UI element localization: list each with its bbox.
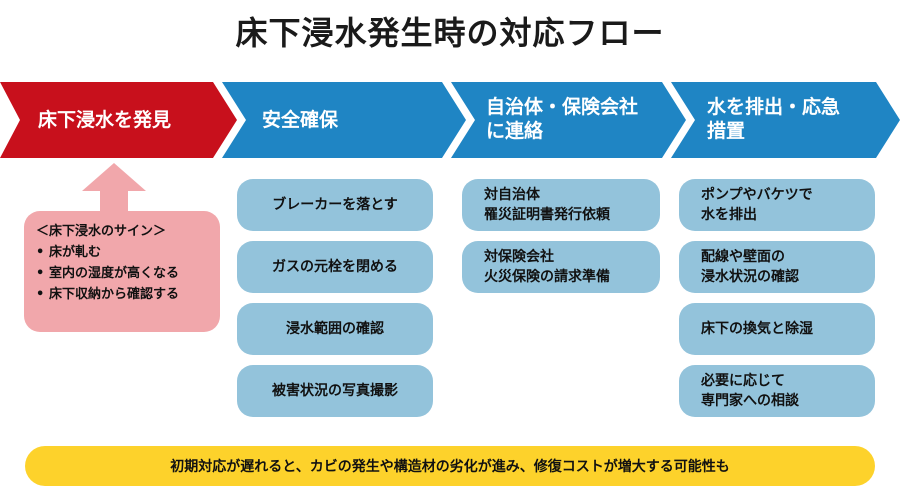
contact-item-line1: 対保険会社 [484, 249, 554, 265]
safety-item: 被害状況の写真撮影 [237, 365, 433, 417]
flow-steps: 床下浸水を発見 安全確保 自治体・保険会社 に連絡 水を排出・応急 措置 [0, 82, 900, 158]
step-4-arrow [671, 82, 900, 158]
step-3-arrow [451, 82, 686, 158]
step-1-label: 床下浸水を発見 [38, 108, 171, 132]
measure-item: 必要に応じて 専門家への相談 [679, 365, 875, 417]
measure-item-line2: 専門家への相談 [701, 393, 799, 409]
step-1-arrow [0, 82, 237, 158]
measure-item: 床下の換気と除湿 [679, 303, 875, 355]
step-2-label: 安全確保 [262, 108, 338, 132]
step-3-label: 自治体・保険会社 に連絡 [486, 95, 638, 143]
contact-item-line1: 対自治体 [484, 187, 540, 203]
step-2-arrow [222, 82, 466, 158]
step-1-text: 床下浸水を発見 [38, 109, 172, 131]
contact-item: 対保険会社 火災保険の請求準備 [462, 241, 660, 293]
measure-item: 配線や壁面の 浸水状況の確認 [679, 241, 875, 293]
safety-item: 浸水範囲の確認 [237, 303, 433, 355]
step-3-text-line1: 自治体・保険会社 [486, 96, 639, 118]
measure-item-line2: 水を排出 [701, 207, 757, 223]
measure-item-line1: 必要に応じて [701, 373, 785, 389]
measure-item-line1: 床下の換気と除湿 [701, 321, 813, 337]
measure-item-line1: ポンプやバケツで [701, 187, 813, 203]
flood-signs-heading: ＜床下浸水のサイン＞ [36, 224, 167, 239]
step-4-label: 水を排出・応急 措置 [707, 95, 840, 143]
page-title: 床下浸水発生時の対応フロー [235, 14, 665, 52]
flow-arrows-graphic [0, 82, 900, 158]
contact-item-line2: 罹災証明書発行依頼 [484, 207, 610, 223]
safety-item: ガスの元栓を閉める [237, 241, 433, 293]
safety-item: ブレーカーを落とす [237, 179, 433, 231]
flood-sign-item: 床が軋む [36, 242, 210, 263]
step-4-text-line1: 水を排出・応急 [707, 96, 841, 118]
flood-signs-list: 床が軋む 室内の湿度が高くなる 床下収納から確認する [36, 242, 210, 305]
measure-item-line1: 配線や壁面の [701, 249, 785, 265]
up-arrow-icon [82, 163, 146, 213]
warning-banner: 初期対応が遅れると、カビの発生や構造材の劣化が進み、修復コストが増大する可能性も [25, 446, 875, 486]
measure-item: ポンプやバケツで 水を排出 [679, 179, 875, 231]
flood-signs-box: ＜床下浸水のサイン＞ 床が軋む 室内の湿度が高くなる 床下収納から確認する [24, 211, 220, 332]
step-4-text-line2: 措置 [707, 120, 746, 142]
measure-item-line2: 浸水状況の確認 [701, 269, 799, 285]
flood-sign-item: 床下収納から確認する [36, 284, 210, 305]
contact-item: 対自治体 罹災証明書発行依頼 [462, 179, 660, 231]
flood-sign-item: 室内の湿度が高くなる [36, 263, 210, 284]
step-2-text: 安全確保 [262, 109, 339, 131]
step-3-text-line2: に連絡 [486, 120, 544, 142]
contact-item-line2: 火災保険の請求準備 [484, 269, 610, 285]
